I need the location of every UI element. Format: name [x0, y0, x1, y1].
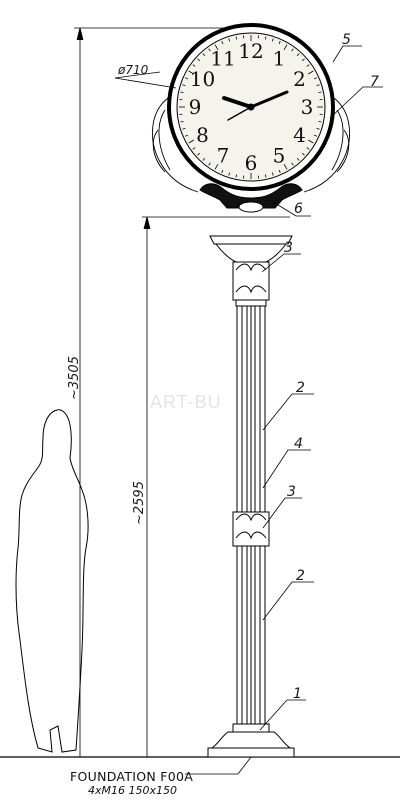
callout-4: 4 [294, 436, 303, 452]
minute-tick [306, 147, 310, 150]
minute-tick [313, 134, 317, 137]
clock-numeral: 11 [210, 47, 235, 71]
clock-numeral: 2 [293, 67, 306, 91]
minute-tick [182, 84, 186, 87]
minute-tick [313, 77, 317, 80]
minute-tick [188, 70, 195, 75]
clock-numeral: 10 [190, 67, 215, 91]
human-figure [15, 409, 89, 753]
clock-numeral: 8 [196, 123, 209, 147]
minute-tick [185, 134, 189, 137]
minute-tick [192, 147, 196, 150]
minute-tick [221, 41, 224, 45]
total-height-label: ~3505 [67, 356, 82, 400]
minute-tick [307, 139, 314, 144]
clock-numeral: 7 [217, 143, 230, 167]
minute-tick [306, 64, 310, 67]
minute-tick [180, 120, 184, 123]
minute-tick [197, 58, 200, 62]
callout-2-upper: 2 [296, 380, 305, 396]
callout-leaders [259, 45, 383, 731]
callout-3-top: 3 [284, 240, 293, 256]
minute-tick [214, 44, 219, 51]
column-shaft-lower [236, 545, 266, 725]
minute-tick [296, 158, 300, 161]
callout-2-lower: 2 [296, 568, 305, 584]
foundation-subtitle: 4xM16 150x150 [88, 784, 177, 797]
clock-numeral: 5 [273, 143, 286, 167]
minute-tick [235, 174, 238, 178]
minute-tick [180, 91, 184, 94]
diameter-leader [114, 71, 177, 89]
callout-7: 7 [370, 74, 379, 90]
clock-numeral: 6 [245, 151, 258, 175]
minute-tick [271, 38, 274, 42]
minute-tick [291, 162, 294, 166]
callout-5: 5 [342, 32, 351, 48]
column-base [207, 723, 295, 758]
minute-tick [192, 64, 196, 67]
clock-numeral: 12 [238, 39, 263, 63]
clock-numeral: 9 [189, 95, 202, 119]
minute-tick [228, 172, 231, 176]
minute-tick [278, 169, 281, 173]
minute-tick [235, 36, 238, 40]
column-capital [209, 235, 293, 307]
clock-minute-ticks [179, 35, 323, 179]
minute-tick [202, 158, 206, 161]
foundation-leader [185, 756, 252, 775]
minute-tick [228, 38, 231, 42]
total-height-dimension [74, 27, 250, 757]
minute-tick [302, 152, 305, 156]
minute-tick [271, 172, 274, 176]
minute-tick [316, 127, 320, 130]
minute-tick [307, 70, 314, 75]
minute-tick [264, 174, 267, 178]
clock-bracket [199, 183, 303, 213]
minute-tick [182, 127, 186, 130]
column-middle-collar [232, 511, 270, 547]
minute-tick [208, 48, 211, 52]
minute-tick [264, 36, 267, 40]
minute-tick [316, 84, 320, 87]
clock-leaf-ornaments [152, 97, 350, 193]
watermark: ART-BU [150, 392, 222, 412]
foundation-title: FOUNDATION F00A [70, 769, 194, 784]
minute-tick [318, 120, 322, 123]
minute-tick [278, 41, 281, 45]
minute-tick [291, 48, 294, 52]
minute-tick [221, 169, 224, 173]
callout-1: 1 [293, 686, 302, 702]
minute-tick [214, 163, 219, 170]
clock-numeral: 1 [273, 47, 286, 71]
minute-tick [283, 163, 288, 170]
minute-tick [318, 91, 322, 94]
clock-hands [222, 90, 289, 121]
callout-3-middle: 3 [287, 484, 296, 500]
diameter-label: ø710 [117, 63, 149, 77]
minute-tick [302, 58, 305, 62]
callout-6: 6 [294, 201, 303, 217]
minute-tick [283, 44, 288, 51]
minute-tick [197, 152, 200, 156]
minute-tick [296, 53, 300, 56]
column-height-dimension [142, 216, 290, 757]
clock-numeral: 3 [301, 95, 314, 119]
minute-tick [202, 53, 206, 56]
column-shaft-upper [236, 305, 266, 513]
column-height-label: ~2595 [132, 481, 147, 525]
minute-tick [188, 139, 195, 144]
clock-numeral: 4 [293, 123, 306, 147]
minute-tick [208, 162, 211, 166]
minute-tick [185, 77, 189, 80]
